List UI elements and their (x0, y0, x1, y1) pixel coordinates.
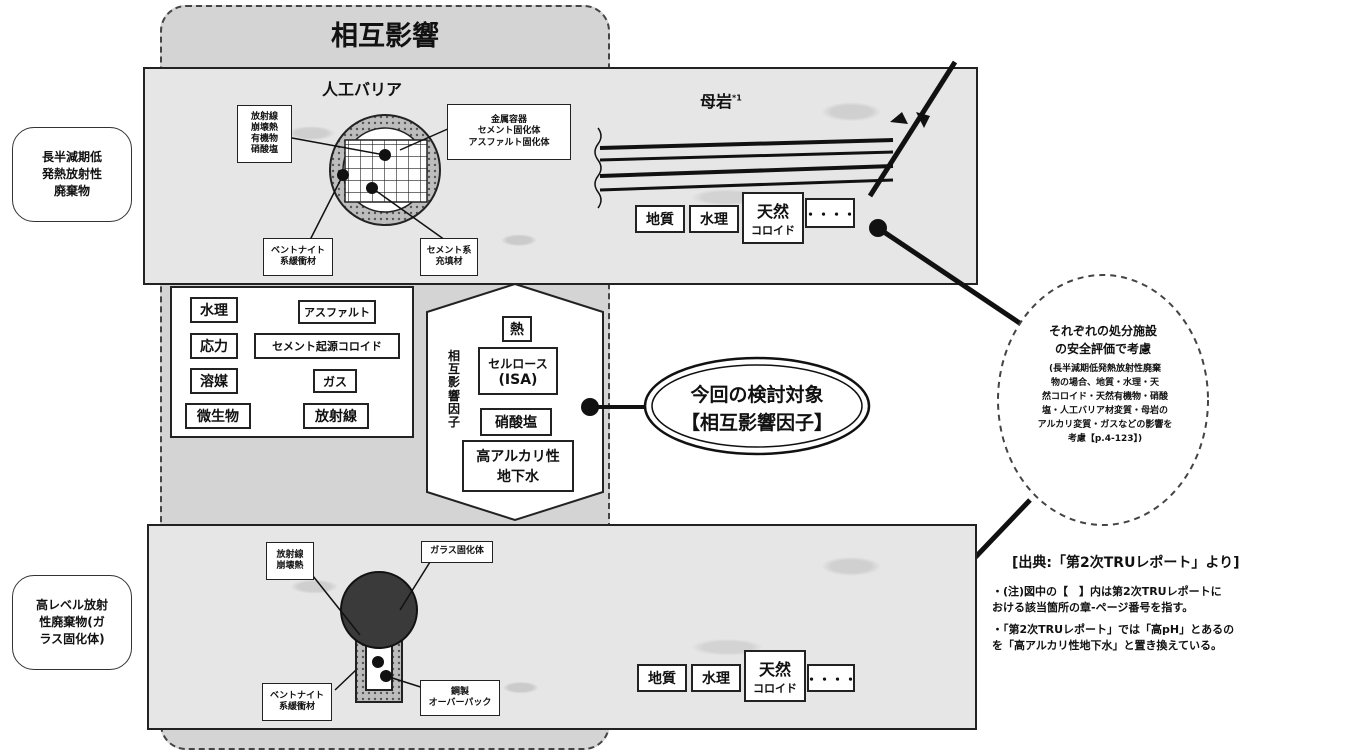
factor-nitrate: 硝酸塩 (480, 408, 552, 436)
top-bentonite-label: ベントナイト 系緩衝材 (263, 238, 333, 276)
top-more-box: ・・・・ (804, 198, 856, 228)
factor-alkaline-box: 高アルカリ性 地下水 (462, 440, 574, 492)
bottom-natural-colloid-line1: 天然 (758, 660, 791, 679)
top-natural-colloid-line1: 天然 (756, 202, 789, 221)
factor-asphalt: アスファルト (298, 300, 376, 324)
top-natural-colloid-box: 天然 コロイド (742, 192, 804, 244)
artificial-barrier-label: 人工バリア (322, 80, 403, 99)
top-hydrology-box: 水理 (689, 205, 739, 233)
top-container-list: 金属容器 セメント固化体 アスファルト固化体 (447, 104, 571, 160)
bottom-bentonite-label: ベントナイト 系緩衝材 (262, 683, 332, 721)
target-ellipse-outer (643, 356, 871, 456)
interaction-title: 相互影響 (331, 21, 439, 52)
top-fracture-1 (599, 138, 894, 150)
leader-bentonite (309, 174, 344, 241)
hlw-waste-label: 高レベル放射 性廃棄物(ガ ラス固化体) (12, 575, 132, 670)
bottom-natural-colloid-line2: コロイド (753, 682, 797, 695)
factor-cement-colloid: セメント起源コロイド (254, 333, 400, 359)
top-waste-list: 放射線 崩壊熱 有機物 硝酸塩 (237, 105, 292, 163)
bottom-leader-bentonite (334, 669, 357, 691)
callout-dashed-circle (997, 274, 1209, 526)
leader-container (399, 127, 451, 151)
bottom-hydrology-box: 水理 (691, 664, 741, 692)
factor-isa: (ISA) (498, 371, 538, 388)
bottom-dot-1 (372, 656, 384, 668)
top-natural-colloid-line2: コロイド (751, 224, 795, 237)
callout-detail: (長半減期低発熱放射性廃棄 物の場合、地質・水理・天 然コロイド・天然有機物・硝… (1037, 364, 1173, 444)
factor-alkaline-line1: 高アルカリ性 (476, 449, 560, 465)
bottom-overpack-label: 鋼製 オーバーパック (420, 680, 500, 716)
source-note-1: ・(注)図中の【 】内は第2次TRUレポートに おける該当箇所の章-ページ番号を… (992, 585, 1222, 614)
target-line1: 今回の検討対象 (690, 384, 824, 406)
target-connector-dot (581, 398, 599, 416)
top-cement-fill-label: セメント系 充填材 (420, 238, 478, 276)
bottom-vitrified-label: ガラス固化体 (421, 541, 493, 563)
factor-hydro: 水理 (190, 297, 238, 323)
source-title: [出典:「第2次TRUレポート」より] (1012, 555, 1240, 571)
factor-radiation: 放射線 (303, 403, 369, 429)
host-rock-footnote: *1 (732, 93, 742, 103)
leader-waste (291, 137, 386, 156)
factor-solvent: 溶媒 (190, 368, 238, 394)
source-note-2: ・「第2次TRUレポート」では「高pH」とあるの を「高アルカリ性地下水」と置き… (992, 623, 1235, 652)
bottom-leader-vitrified (399, 561, 431, 611)
factor-heat: 熱 (502, 316, 532, 342)
bottom-vitrified-sphere (340, 571, 418, 649)
callout-connector-top (876, 225, 1032, 333)
bottom-natural-colloid-box: 天然 コロイド (744, 650, 806, 702)
bottom-leader-waste (304, 565, 361, 636)
factor-alkaline-line2: 地下水 (497, 469, 539, 485)
interaction-factor-vertical-label: 相互影響因子 (448, 349, 461, 429)
host-rock-text: 母岩 (700, 92, 733, 111)
bottom-geology-box: 地質 (637, 664, 687, 692)
top-fault (867, 60, 958, 198)
bottom-more-box: ・・・・ (805, 664, 857, 692)
tru-waste-label: 長半減期低 発熱放射性 廃棄物 (12, 127, 132, 222)
factor-stress: 応力 (190, 333, 238, 359)
factor-gas: ガス (313, 369, 357, 393)
top-fracture-wavy (594, 127, 602, 209)
top-geology-box: 地質 (635, 205, 685, 233)
callout-heading: それぞれの処分施設 の安全評価で考慮 (1048, 324, 1157, 356)
target-line2: 【相互影響因子】 (680, 412, 833, 434)
top-fracture-2 (599, 150, 894, 162)
bottom-waste-list: 放射線 崩壊熱 (266, 542, 314, 580)
leader-cement (371, 187, 446, 241)
top-fault-arrow (890, 112, 930, 128)
factor-cellulose: セルロース (488, 356, 548, 371)
top-fracture-3 (599, 164, 894, 178)
target-ellipse-inner (651, 364, 863, 448)
callout-connector-top-dot (869, 219, 887, 237)
factor-cellulose-box: セルロース (ISA) (478, 347, 558, 395)
top-fracture-4 (599, 178, 894, 192)
bottom-repository-panel (147, 524, 977, 730)
host-rock-label: 母岩*1 (700, 88, 742, 112)
factor-microbe: 微生物 (185, 403, 251, 429)
